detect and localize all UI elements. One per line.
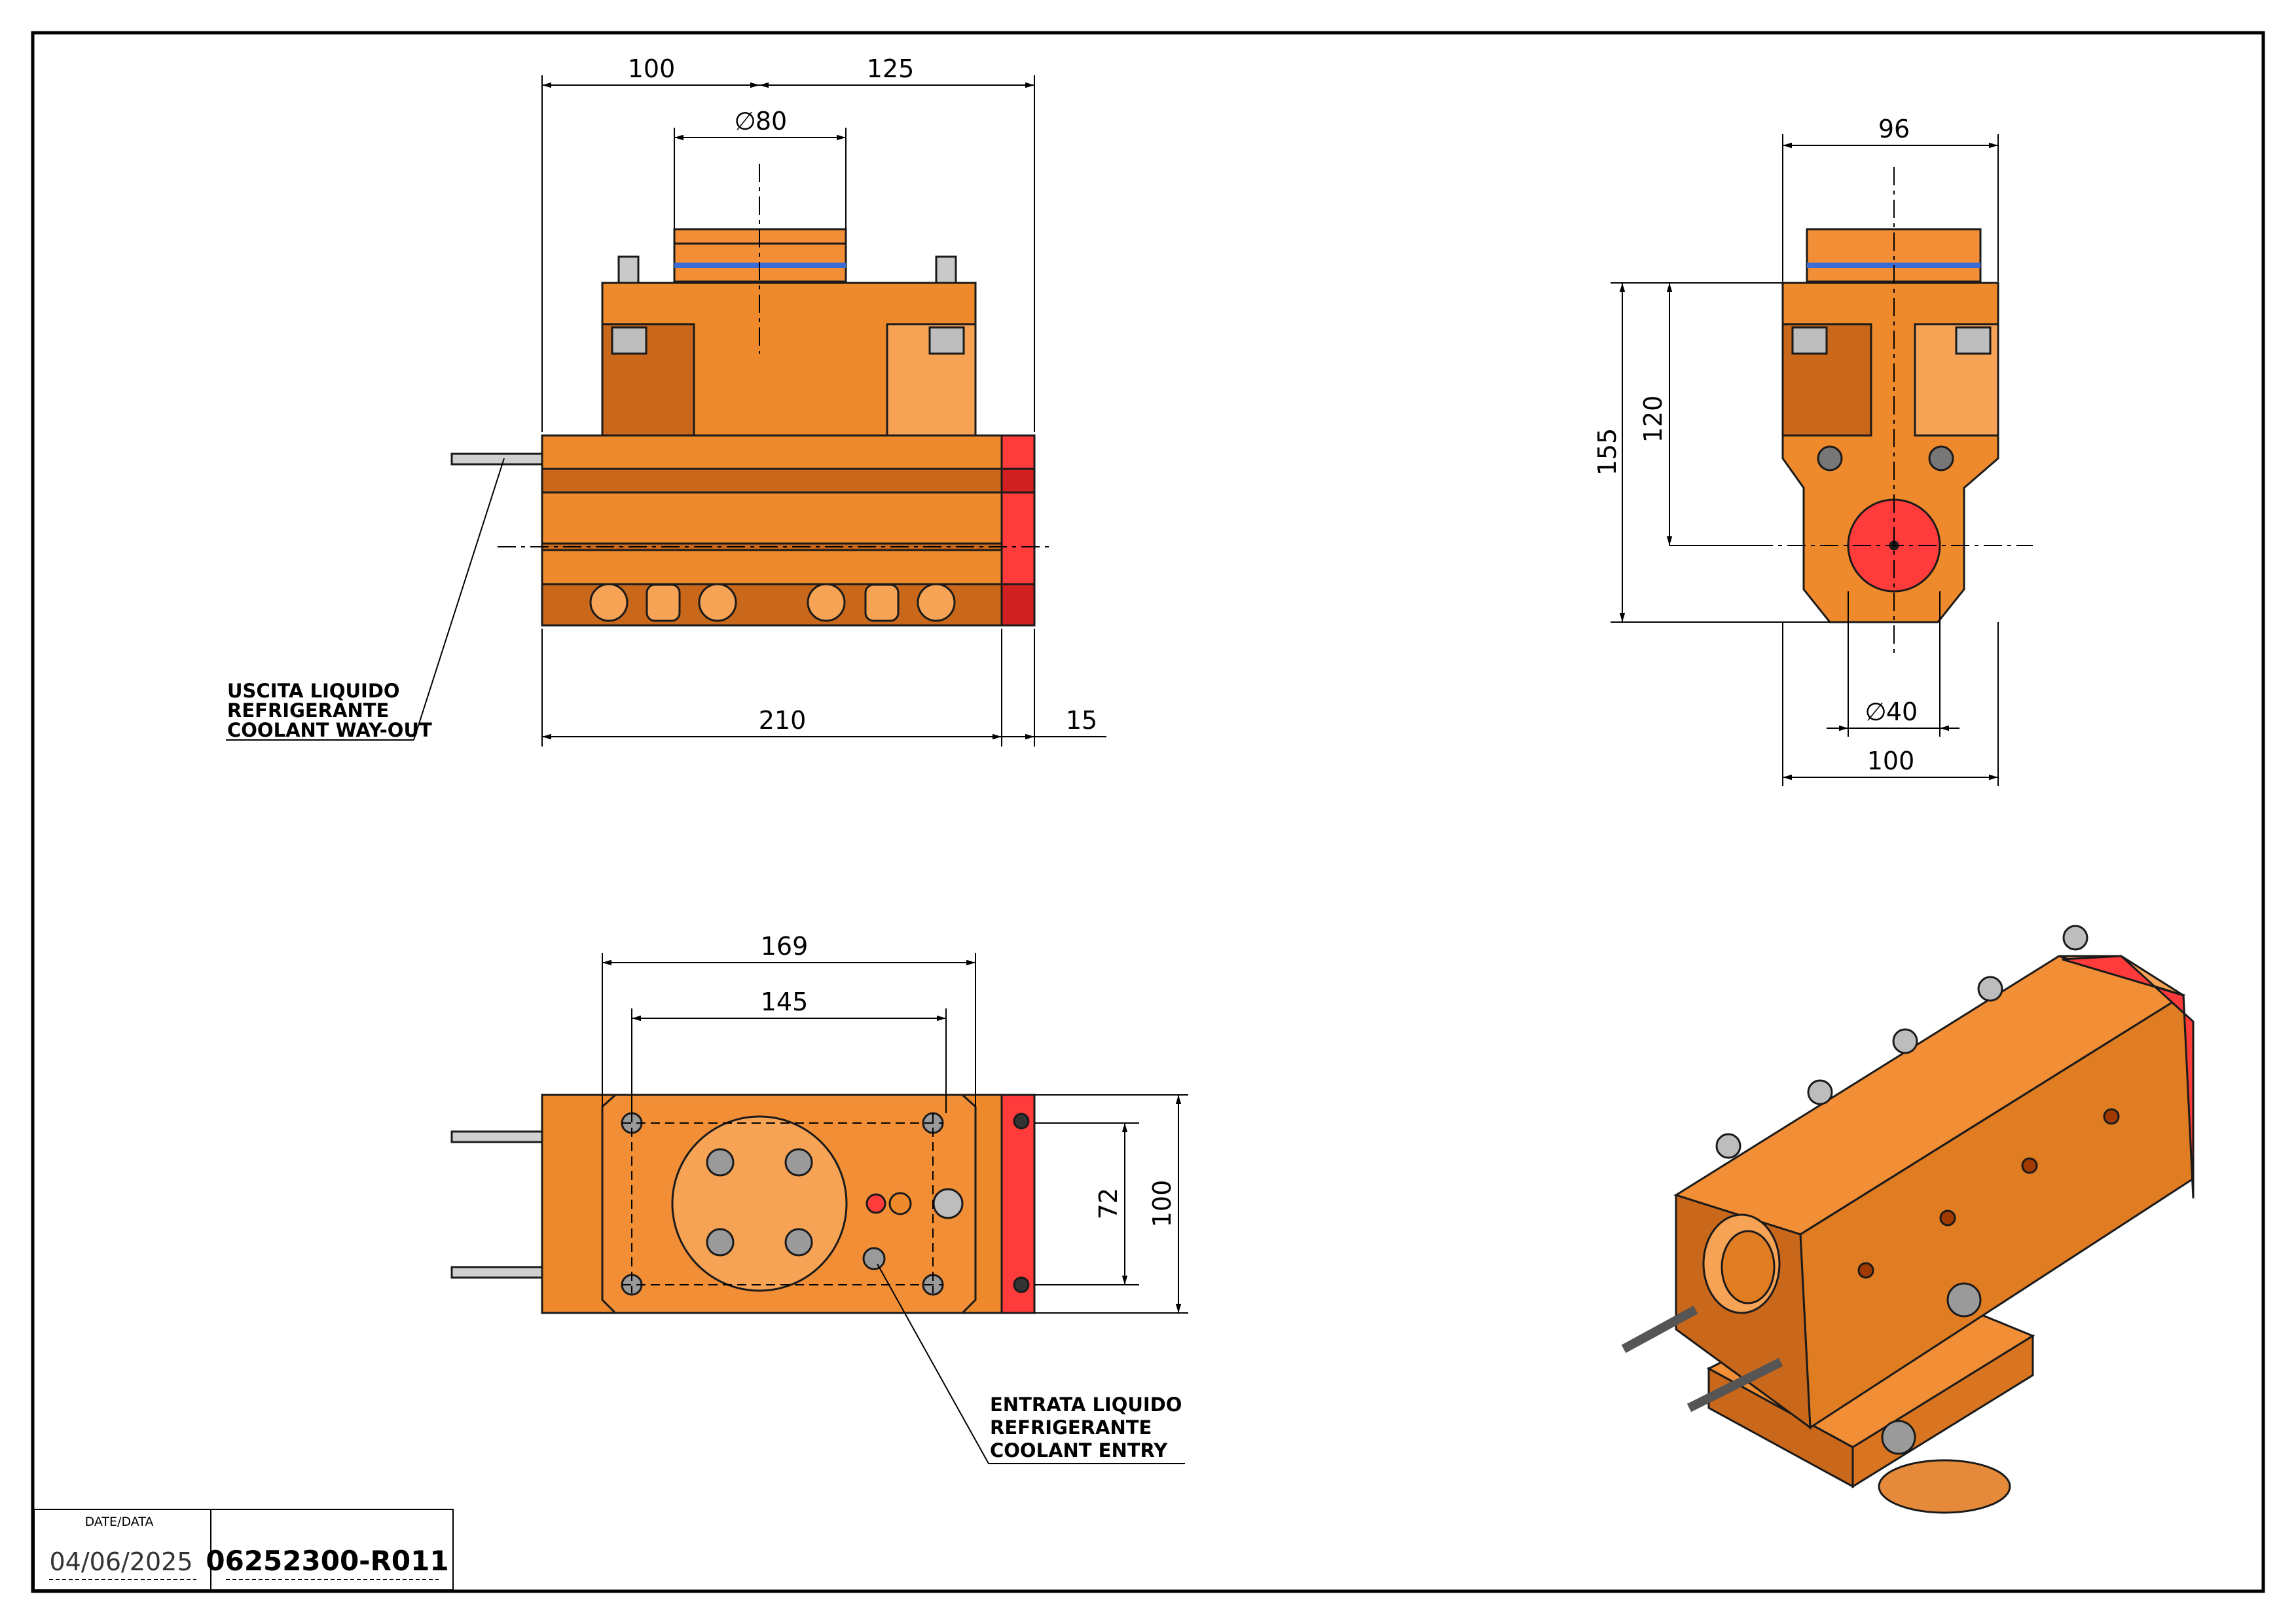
title-date: 04/06/2025 [49, 1547, 192, 1576]
dim-front-cap: 15 [1066, 706, 1097, 735]
dim-front-diameter-symbol: ∅ [734, 107, 756, 136]
dim-plan-outer: 169 [761, 932, 809, 961]
plan-view [450, 1094, 1036, 1314]
note-coolant-in-line2: REFRIGERANTE [990, 1416, 1152, 1439]
dim-front-top-right: 125 [867, 54, 915, 83]
isometric-view [1621, 925, 2195, 1514]
dim-side-width-bottom: 100 [1867, 747, 1915, 775]
dim-plan-inner: 145 [761, 987, 809, 1016]
dim-front-top-left: 100 [628, 54, 676, 83]
front-view-dimensions: 100 125 ∅ 80 210 15 [498, 54, 1106, 747]
front-view [450, 228, 1036, 627]
dim-plan-hole-spacing: 72 [1094, 1188, 1123, 1219]
title-drawing-code: 06252300-R011 [206, 1545, 448, 1577]
note-coolant-in-line3: COOLANT ENTRY [990, 1439, 1168, 1462]
note-coolant-out-line3: COOLANT WAY-OUT [227, 719, 432, 741]
note-coolant-in: ENTRATA LIQUIDO REFRIGERANTE COOLANT ENT… [877, 1263, 1185, 1464]
dim-side-width-top: 96 [1878, 115, 1910, 143]
dim-front-length: 210 [759, 706, 807, 735]
note-coolant-out-line2: REFRIGERANTE [227, 699, 389, 722]
title-date-label: DATE/DATA [85, 1515, 154, 1529]
dim-side-bore-diameter-symbol: ∅ [1865, 697, 1886, 726]
note-coolant-in-line1: ENTRATA LIQUIDO [990, 1393, 1182, 1416]
title-block: DATE/DATA 04/06/2025 06252300-R011 [33, 1509, 454, 1591]
dim-side-bore-diameter: 40 [1886, 697, 1918, 726]
side-view-dimensions: 96 155 120 ∅ 40 100 [1593, 115, 2033, 786]
sheet-border [31, 31, 2265, 1593]
note-coolant-out-line1: USCITA LIQUIDO [227, 680, 400, 702]
note-coolant-out: USCITA LIQUIDO REFRIGERANTE COOLANT WAY-… [226, 458, 505, 741]
dim-front-diameter: 80 [756, 107, 787, 136]
dim-plan-width: 100 [1148, 1180, 1176, 1228]
dim-side-height-axis: 120 [1639, 396, 1667, 443]
dim-side-height-total: 155 [1593, 428, 1622, 476]
plan-view-dimensions: 169 145 72 100 [602, 932, 1188, 1314]
side-view [1781, 228, 1999, 623]
